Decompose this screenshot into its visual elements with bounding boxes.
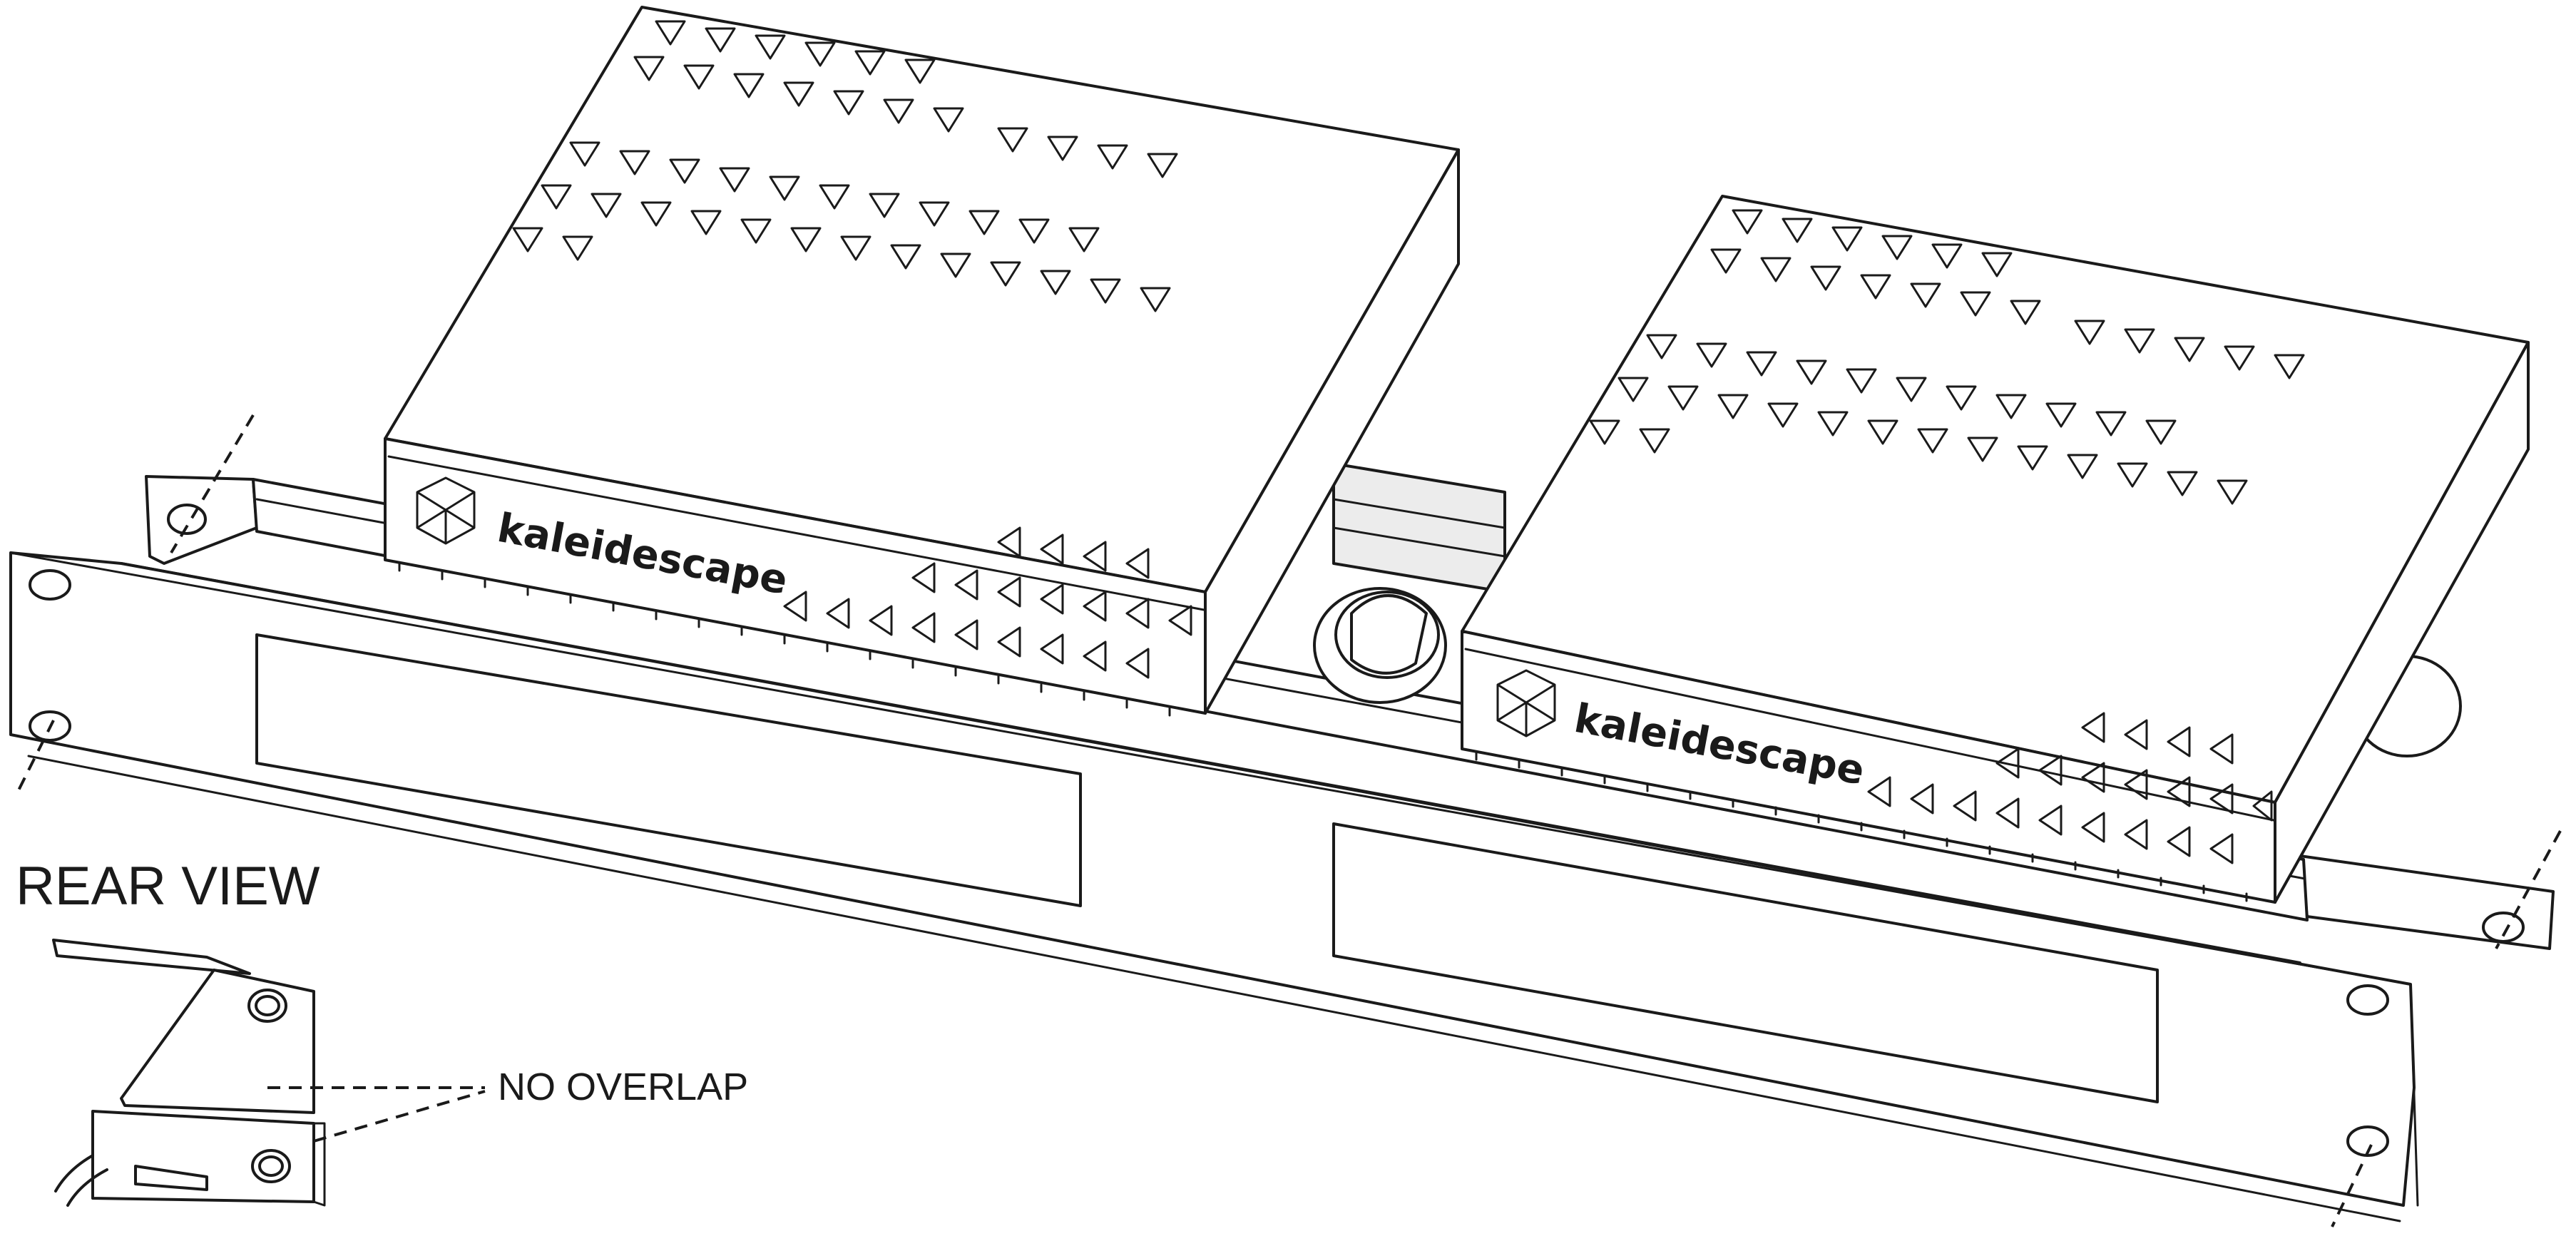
left-top-vent-pattern (512, 20, 1178, 312)
right-front-window (1332, 822, 2159, 1103)
oval-mount-hole-icon (29, 710, 71, 742)
left-front-window (255, 633, 1082, 907)
center-knob (1313, 587, 1447, 704)
right-top-vent-pattern (1589, 209, 2305, 505)
no-overlap-leader-lower (313, 1090, 486, 1143)
kaleidescape-logo-icon (416, 476, 476, 545)
left-lower-guide-line (16, 720, 55, 792)
right-upper-guide-line (2495, 830, 2562, 949)
rear-view-inset: REAR VIEW NO OVERLAP (16, 856, 748, 1207)
rear-view-upper-plate (120, 969, 315, 1114)
right-lower-guide-line (2331, 1144, 2373, 1227)
rear-view-label: REAR VIEW (16, 856, 320, 917)
left-kaleidescape-unit: kaleidescape (384, 6, 1460, 717)
alignment-guides (16, 414, 2562, 1227)
oval-mount-hole-icon (247, 989, 287, 1023)
oval-mount-hole-icon (2346, 984, 2389, 1016)
left-upper-guide-line (170, 414, 255, 554)
oval-mount-hole-icon (29, 569, 71, 601)
kaleidescape-logo-icon (1496, 669, 1556, 737)
right-kaleidescape-unit: kaleidescape (1461, 195, 2530, 904)
left-front-vent-pattern (783, 526, 1192, 679)
oval-mount-hole-icon (251, 1149, 291, 1183)
no-overlap-label: NO OVERLAP (498, 1066, 748, 1108)
front-faceplate (9, 551, 2419, 1222)
right-front-vent-pattern (1867, 712, 2273, 864)
